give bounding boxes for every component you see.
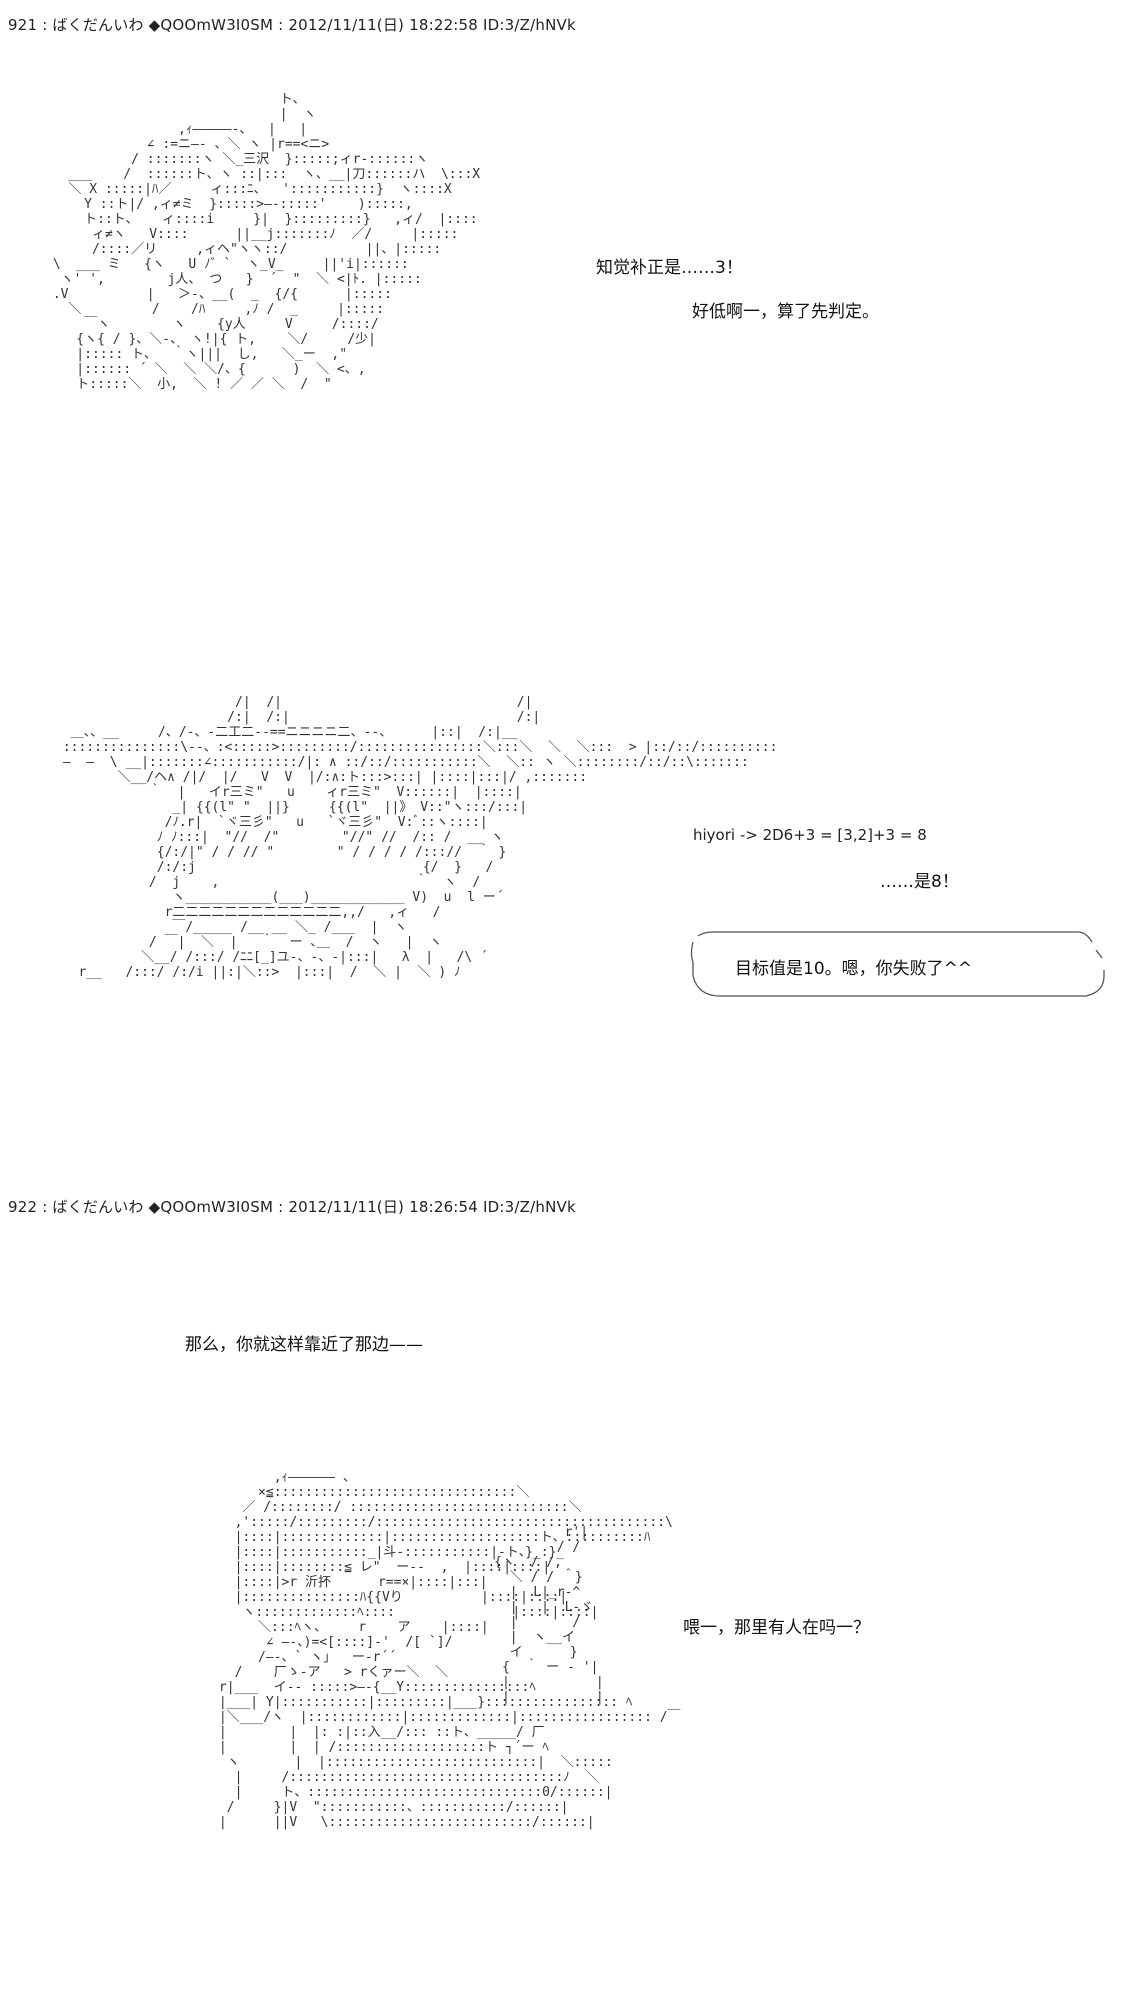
dialogue-anyone-there: 喂一，那里有人在吗一？ xyxy=(683,1618,870,1638)
speech-bubble-outline xyxy=(690,931,1105,997)
ascii-art-character-1: ト、 | ヽ ,ｨ―――――-、 | | ∠ :=ニ―- 、＼ ヽ |r==<ニ… xyxy=(52,92,481,392)
dialogue-dice-result: ……是8！ xyxy=(880,872,959,892)
post-header-921: 921 : ばくだんいわ ◆QOOmW3I0SM : 2012/11/11(日)… xyxy=(8,16,576,34)
speech-bubble: 目标值是10。嗯，你失败了^^ xyxy=(690,930,1108,1000)
post-header-922: 922 : ばくだんいわ ◆QOOmW3I0SM : 2012/11/11(日)… xyxy=(8,1198,576,1216)
ascii-art-character-3: ,ｨ―――――― 、 ×≦:::::::::::::::::::::::::::… xyxy=(218,1470,681,1830)
ascii-art-raised-hand: r'| / / {ヽ / /, ＼ / / ＾} | L|_r-^ | | L-… xyxy=(494,1525,604,1705)
ascii-art-character-2: /| /| /| /:| /:| /:| ＿、、__ /、/-、-二工二--==… xyxy=(62,695,778,980)
bubble-text-target-value: 目标值是10。嗯，你失败了^^ xyxy=(735,959,973,979)
dialogue-perception-bonus: 知觉补正是……3！ xyxy=(596,258,743,278)
dialogue-roll-decision: 好低啊一，算了先判定。 xyxy=(692,302,879,322)
dice-roll-line: hiyori -> 2D6+3 = [3,2]+3 = 8 xyxy=(693,826,927,844)
dialogue-approach: 那么，你就这样靠近了那边—— xyxy=(185,1335,423,1355)
